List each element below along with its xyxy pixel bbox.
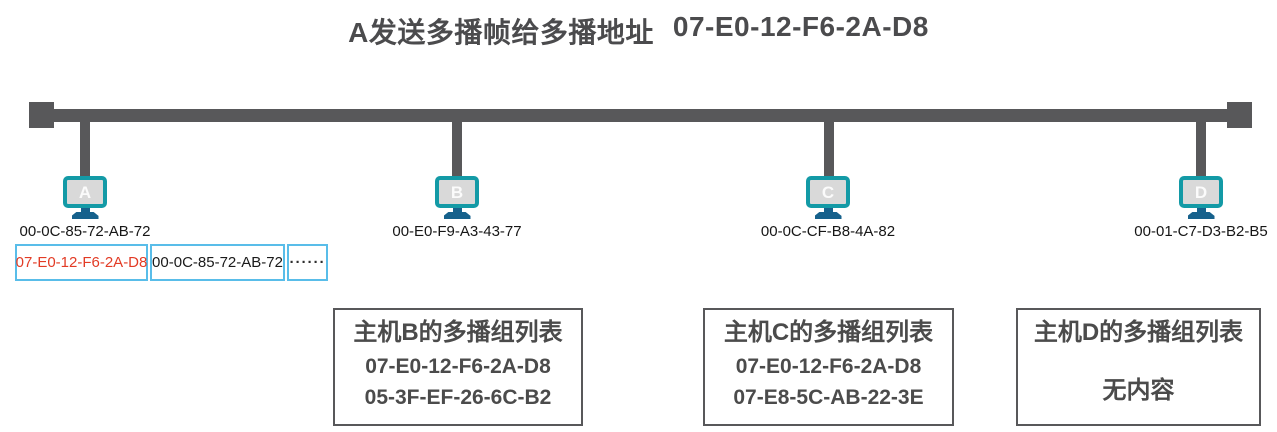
multicast-list-empty-text: 无内容	[1102, 376, 1175, 404]
host-c-stand-neck	[823, 208, 833, 212]
multicast-list-host-c-title: 主机C的多播组列表	[723, 319, 934, 346]
multicast-list-host-d: 主机D的多播组列表 无内容	[1016, 308, 1261, 426]
bus-cable	[42, 109, 1240, 122]
multicast-list-host-b-title: 主机B的多播组列表	[353, 319, 563, 346]
title-action-text: A发送多播帧给多播地址	[348, 17, 654, 48]
host-b-stand-base	[443, 212, 471, 219]
bus-terminator-left	[29, 102, 54, 128]
multicast-list-host-b: 主机B的多播组列表 07-E0-12-F6-2A-D8 05-3F-EF-26-…	[333, 308, 583, 426]
diagram-title: A发送多播帧给多播地址 07-E0-12-F6-2A-D8	[0, 11, 1277, 51]
multicast-frame: 07-E0-12-F6-2A-D8 00-0C-85-72-AB-72 ····…	[15, 244, 328, 281]
host-d-stand-neck	[1196, 208, 1206, 212]
title-multicast-address: 07-E0-12-F6-2A-D8	[672, 11, 929, 42]
host-b-mac-address: 00-E0-F9-A3-43-77	[392, 223, 522, 240]
multicast-list-host-d-title: 主机D的多播组列表	[1033, 319, 1244, 346]
host-d-stand-base	[1187, 212, 1215, 219]
host-a-stand-neck	[80, 208, 90, 212]
host-c-stand-base	[814, 212, 842, 219]
host-b-monitor-icon: B	[435, 176, 479, 208]
host-c-letter: C	[821, 182, 835, 202]
bus-terminator-right	[1227, 102, 1252, 128]
host-a-stand-base	[71, 212, 99, 219]
host-b-stand-neck	[452, 208, 462, 212]
frame-ellipsis: ······	[287, 244, 328, 281]
host-d-monitor-icon: D	[1179, 176, 1223, 208]
multicast-list-host-c: 主机C的多播组列表 07-E0-12-F6-2A-D8 07-E8-5C-AB-…	[703, 308, 954, 426]
host-a-letter: A	[78, 182, 92, 202]
drop-cable-host-c	[824, 120, 834, 180]
host-b-letter: B	[450, 182, 464, 202]
host-c-monitor-icon: C	[806, 176, 850, 208]
host-c-mac-address: 00-0C-CF-B8-4A-82	[760, 223, 896, 240]
multicast-list-entry: 07-E0-12-F6-2A-D8	[365, 354, 551, 378]
multicast-list-entry: 07-E8-5C-AB-22-3E	[733, 385, 924, 409]
host-d-letter: D	[1194, 182, 1208, 202]
host-c: C 00-0C-CF-B8-4A-82	[748, 176, 908, 240]
host-a-mac-address: 00-0C-85-72-AB-72	[19, 223, 151, 240]
multicast-list-entry: 05-3F-EF-26-6C-B2	[364, 385, 552, 409]
host-b: B 00-E0-F9-A3-43-77	[377, 176, 537, 240]
host-a: A 00-0C-85-72-AB-72	[5, 176, 165, 240]
frame-destination-address: 07-E0-12-F6-2A-D8	[15, 244, 148, 281]
drop-cable-host-a	[80, 120, 90, 180]
drop-cable-host-d	[1196, 120, 1206, 180]
drop-cable-host-b	[452, 120, 462, 180]
host-a-monitor-icon: A	[63, 176, 107, 208]
host-d-mac-address: 00-01-C7-D3-B2-B5	[1134, 223, 1268, 240]
multicast-list-entry: 07-E0-12-F6-2A-D8	[735, 354, 922, 378]
host-d: D 00-01-C7-D3-B2-B5	[1121, 176, 1277, 240]
frame-source-address: 00-0C-85-72-AB-72	[150, 244, 285, 281]
